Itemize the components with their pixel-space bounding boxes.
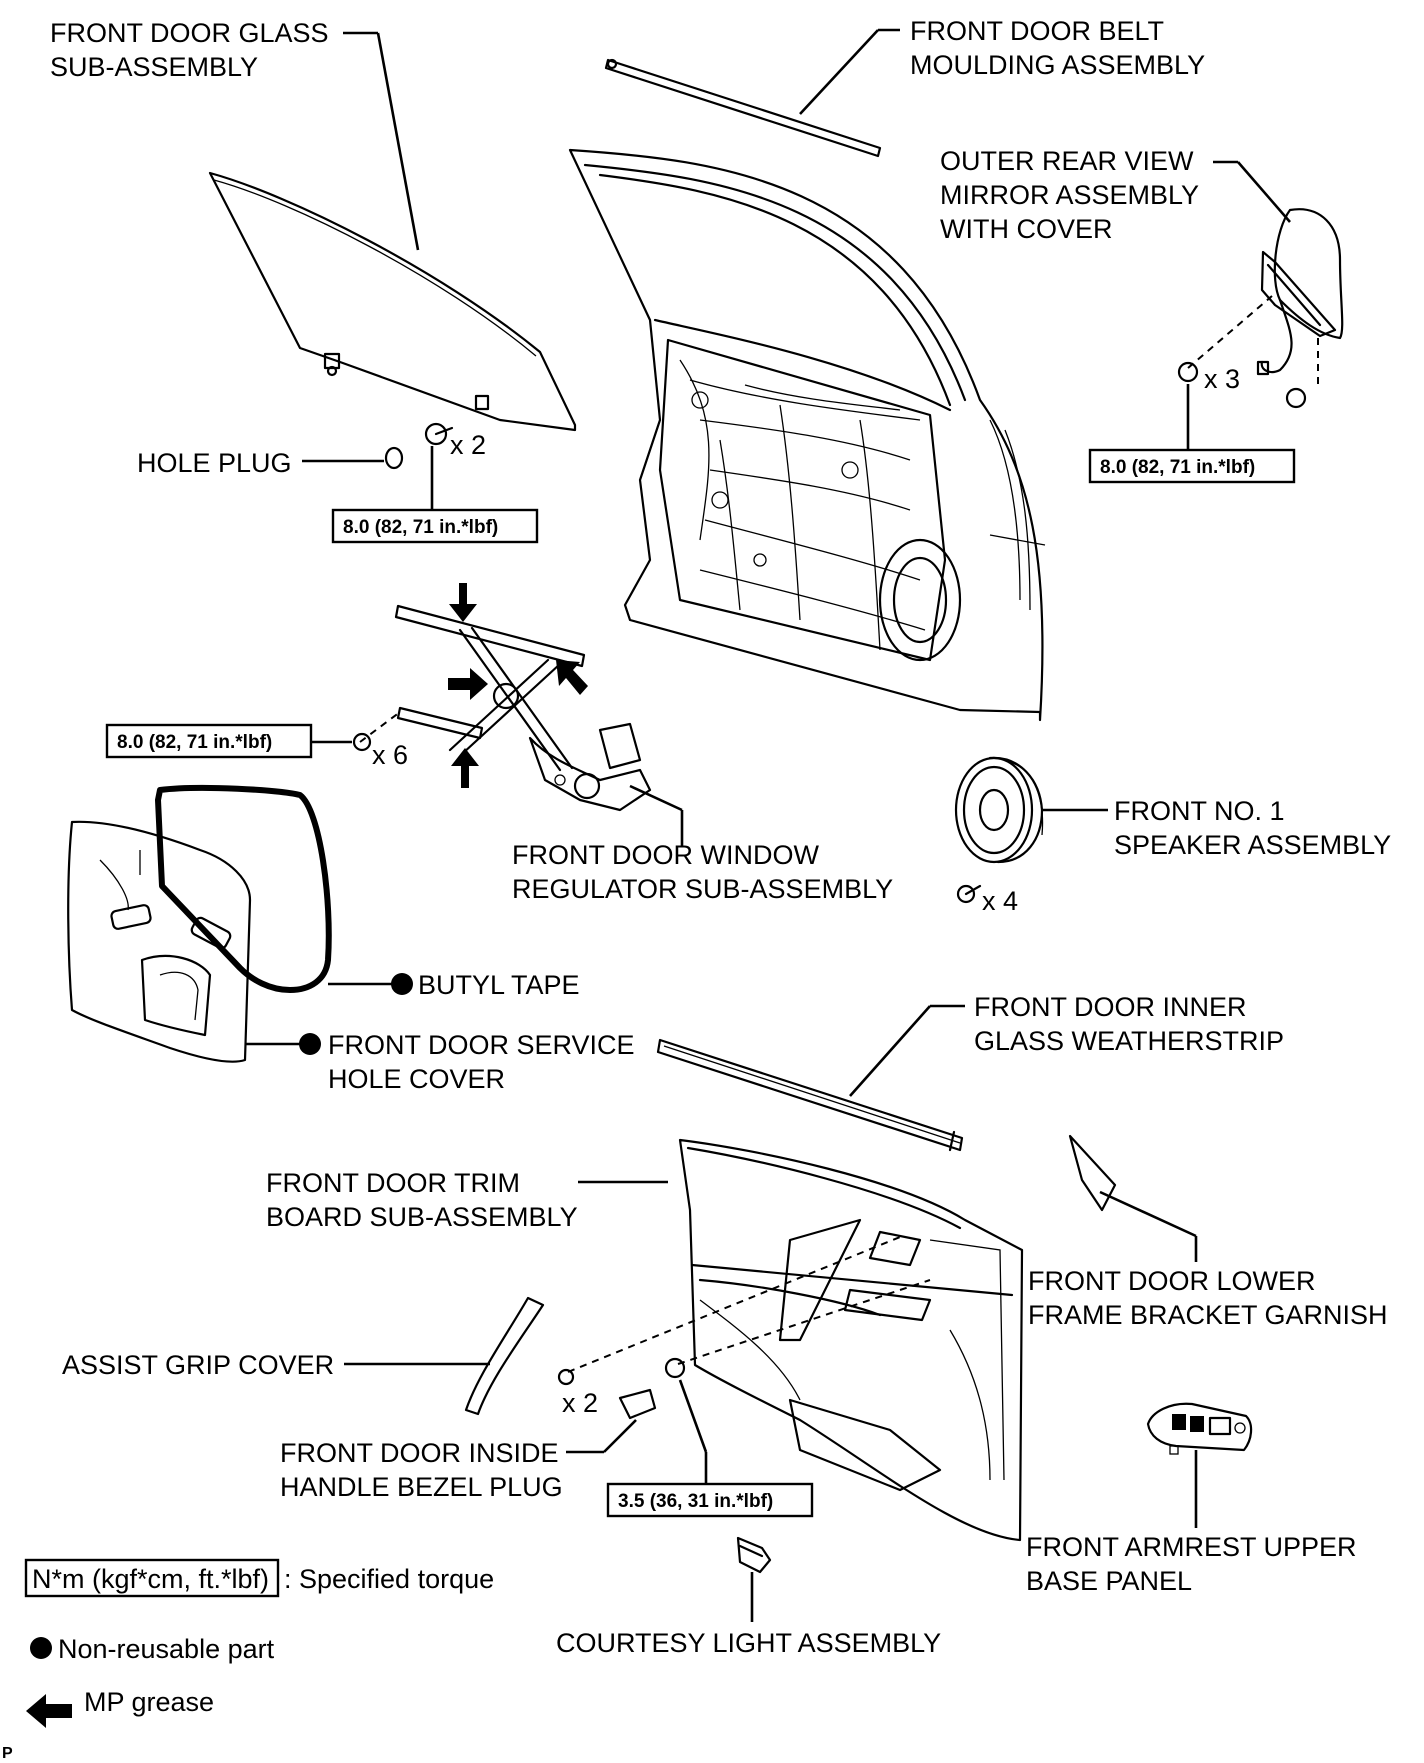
regulator-bolt-qty: x 6: [372, 740, 408, 770]
outer-rear-view-mirror: [1256, 208, 1344, 409]
grease-arrow-icon: [26, 1694, 72, 1728]
legend-torque-unit: N*m (kgf*cm, ft.*lbf): [32, 1564, 269, 1594]
bezel-plug-label-line1: FRONT DOOR INSIDE: [280, 1438, 559, 1468]
butyl-tape: [155, 784, 332, 993]
glass-bolt-icon: [424, 422, 454, 510]
inner-ws-label-line2: GLASS WEATHERSTRIP: [974, 1026, 1284, 1056]
service-cover-label-line1: FRONT DOOR SERVICE: [328, 1030, 635, 1060]
trim-bolt-icon: [664, 1357, 708, 1484]
regulator-torque: 8.0 (82, 71 in.*lbf): [117, 732, 272, 753]
mirror-nut-qty: x 3: [1204, 364, 1240, 394]
regulator-label-line2: REGULATOR SUB-ASSEMBLY: [512, 874, 893, 904]
grease-arrow-icon: [448, 668, 488, 700]
trim-label-line2: BOARD SUB-ASSEMBLY: [266, 1202, 578, 1232]
inner-ws-label-line1: FRONT DOOR INNER: [974, 992, 1247, 1022]
inside-handle-bezel-plug: [618, 1388, 657, 1420]
front-door-inner-glass-weatherstrip: [656, 1038, 964, 1152]
grease-arrow-icon: [451, 748, 479, 788]
grease-arrow-icon: [449, 583, 477, 622]
front-door-trim-board: [678, 1138, 1024, 1542]
legend-non-reusable: Non-reusable part: [58, 1634, 275, 1664]
hole-plug-label: HOLE PLUG: [137, 448, 292, 478]
glass-bolt-qty: x 2: [450, 430, 486, 460]
speaker-screw-icon: [956, 884, 982, 904]
non-reusable-icon: [30, 1637, 52, 1659]
front-armrest-upper-base-panel: [1146, 1402, 1253, 1455]
non-reusable-icon: [299, 1033, 321, 1055]
service-cover-label-line2: HOLE COVER: [328, 1064, 505, 1094]
mirror-label-line1: OUTER REAR VIEW: [940, 146, 1194, 176]
lower-frame-bracket-garnish: [1068, 1134, 1117, 1212]
front-door-window-regulator: [394, 604, 652, 812]
legend-torque-text: : Specified torque: [284, 1564, 494, 1594]
trim-screw-qty: x 2: [562, 1388, 598, 1418]
lower-garnish-label-line1: FRONT DOOR LOWER: [1028, 1266, 1316, 1296]
legend-grease: MP grease: [84, 1687, 214, 1717]
mirror-nut-icon: [1177, 361, 1199, 450]
front-door-belt-moulding: [604, 58, 882, 158]
hole-plug-icon: [384, 446, 404, 470]
corner-mark: P: [2, 1745, 13, 1762]
lower-garnish-label-line2: FRAME BRACKET GARNISH: [1028, 1300, 1388, 1330]
front-no1-speaker: [954, 756, 1044, 864]
speaker-screw-qty: x 4: [982, 886, 1018, 916]
courtesy-light-assembly: [736, 1536, 772, 1574]
front-door-panel: [568, 148, 1046, 722]
bezel-plug-label-line2: HANDLE BEZEL PLUG: [280, 1472, 563, 1502]
glass-label-line1: FRONT DOOR GLASS: [50, 18, 329, 48]
armrest-label-line2: BASE PANEL: [1026, 1566, 1192, 1596]
glass-label-line2: SUB-ASSEMBLY: [50, 52, 258, 82]
trim-label-line1: FRONT DOOR TRIM: [266, 1168, 520, 1198]
trim-torque: 3.5 (36, 31 in.*lbf): [618, 1491, 773, 1512]
speaker-label-line2: SPEAKER ASSEMBLY: [1114, 830, 1391, 860]
grease-arrow-icon: [556, 660, 588, 695]
armrest-label-line1: FRONT ARMREST UPPER: [1026, 1532, 1357, 1562]
belt-label-line1: FRONT DOOR BELT: [910, 16, 1164, 46]
mirror-label-line3: WITH COVER: [940, 214, 1113, 244]
regulator-label-line1: FRONT DOOR WINDOW: [512, 840, 819, 870]
trim-screw-icon: [557, 1368, 575, 1386]
non-reusable-icon: [391, 973, 413, 995]
butyl-tape-label: BUTYL TAPE: [418, 970, 580, 1000]
mirror-torque: 8.0 (82, 71 in.*lbf): [1100, 457, 1255, 478]
assist-grip-label: ASSIST GRIP COVER: [62, 1350, 334, 1380]
front-door-glass-sub-assembly: [208, 171, 577, 432]
speaker-label-line1: FRONT NO. 1: [1114, 796, 1285, 826]
belt-label-line2: MOULDING ASSEMBLY: [910, 50, 1205, 80]
assist-grip-cover: [464, 1296, 545, 1416]
courtesy-light-label: COURTESY LIGHT ASSEMBLY: [556, 1628, 941, 1658]
mirror-label-line2: MIRROR ASSEMBLY: [940, 180, 1199, 210]
glass-torque: 8.0 (82, 71 in.*lbf): [343, 517, 498, 538]
regulator-bolt-icon: [352, 732, 372, 752]
front-door-service-hole-cover: [67, 820, 252, 1063]
